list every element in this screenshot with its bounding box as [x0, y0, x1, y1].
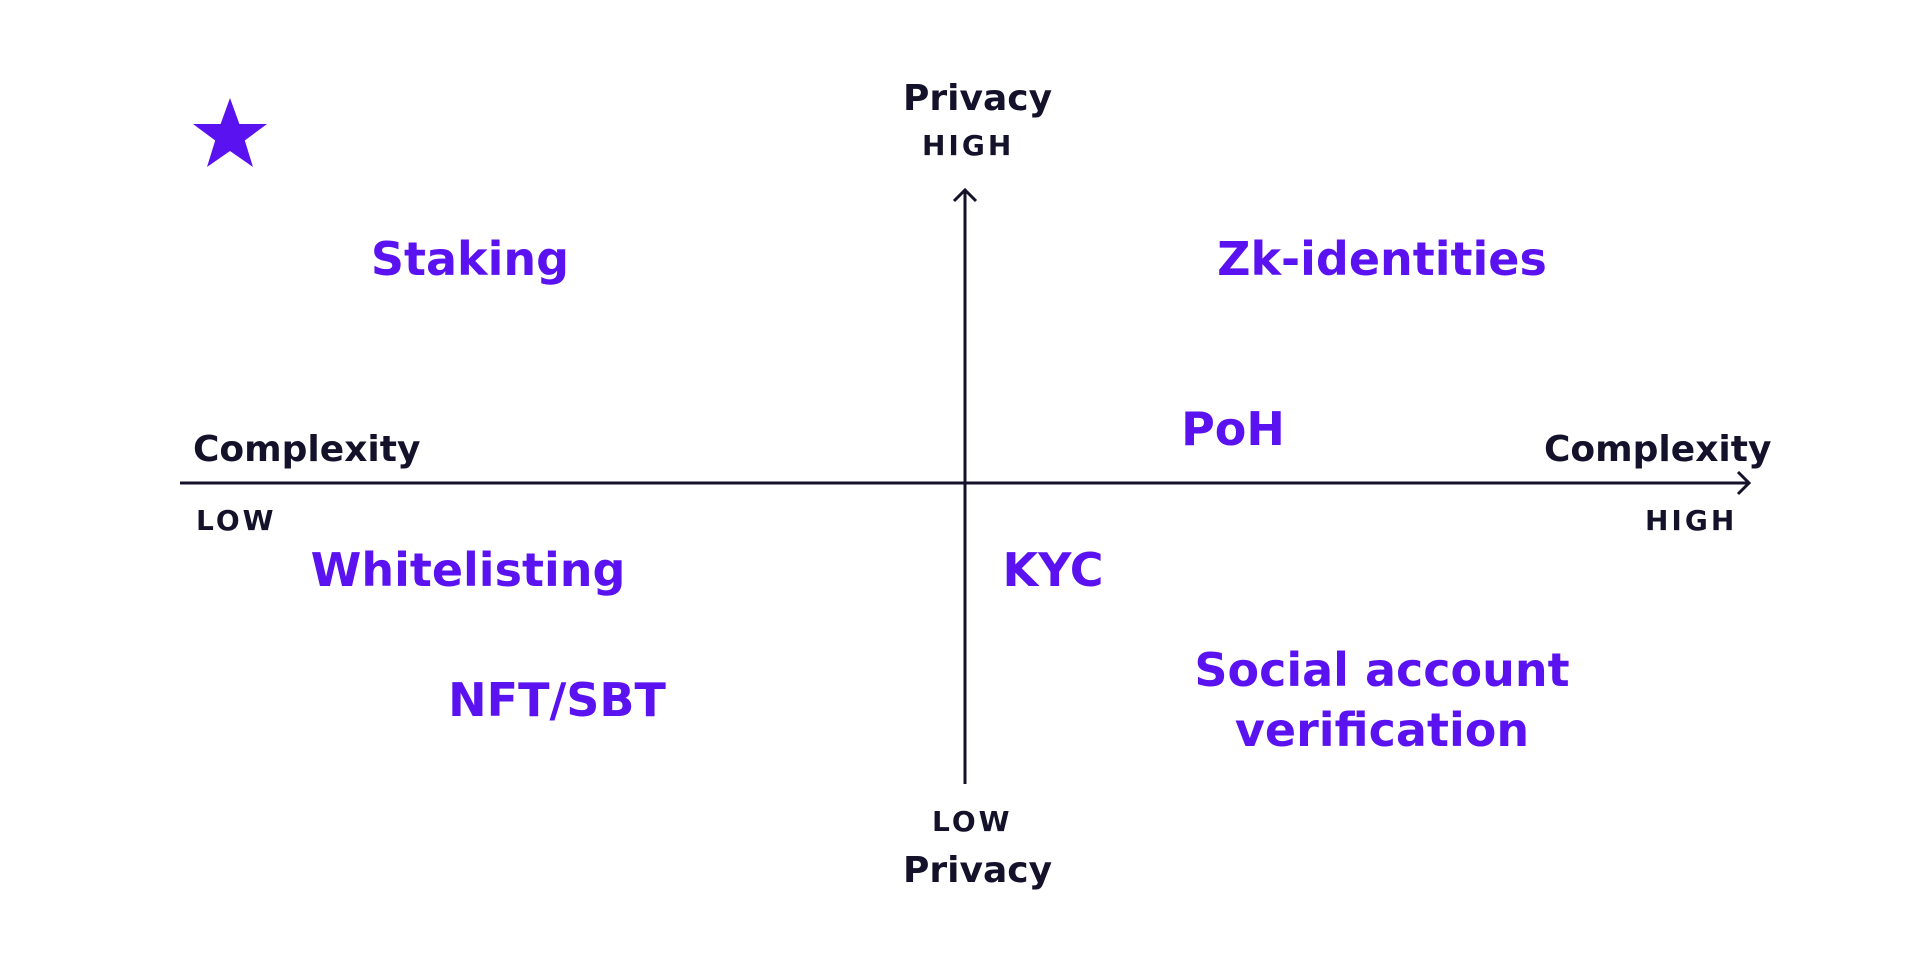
y-axis-high-label: HIGH [922, 129, 1015, 162]
x-axis-arrowhead [1736, 470, 1752, 496]
item-kyc: KYC [1002, 543, 1104, 597]
y-axis-title-bottom: Privacy [903, 850, 1053, 891]
x-axis-title-left: Complexity [193, 429, 421, 470]
x-axis-title-right: Complexity [1544, 429, 1772, 470]
item-whitelisting: Whitelisting [310, 543, 626, 597]
y-axis-low-label: LOW [932, 805, 1013, 838]
star-icon [193, 98, 267, 167]
y-axis-arrowhead [952, 187, 978, 203]
item-staking: Staking [370, 232, 570, 286]
item-nft-sbt: NFT/SBT [448, 673, 666, 727]
item-social-account-verification: Social account verification [1194, 643, 1570, 757]
y-axis-title-top: Privacy [903, 78, 1053, 119]
item-poh: PoH [1181, 402, 1285, 456]
x-axis-high-label: HIGH [1645, 504, 1738, 537]
item-zk-identities: Zk-identities [1217, 232, 1547, 286]
x-axis-low-label: LOW [196, 504, 277, 537]
